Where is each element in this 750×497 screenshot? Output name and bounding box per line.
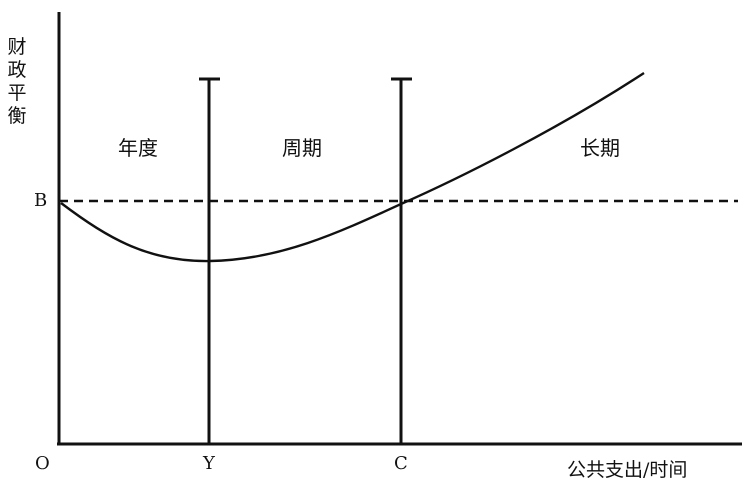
y-axis-label-char-4: 衡 <box>7 105 27 127</box>
origin-label: O <box>35 453 50 474</box>
region-long-term-label: 长期 <box>580 136 620 160</box>
y-axis-label-char-1: 财 <box>7 36 27 58</box>
region-cyclical-label: 周期 <box>282 136 322 160</box>
y-axis-label: 财 政 平 衡 <box>6 36 28 128</box>
marker-y-label: Y <box>203 453 215 474</box>
balance-label: B <box>34 190 48 211</box>
region-annual-label: 年度 <box>118 136 158 160</box>
y-axis-label-char-2: 政 <box>7 59 27 81</box>
fiscal-balance-curve <box>60 71 645 263</box>
marker-c-label: C <box>394 453 408 474</box>
x-axis-label: 公共支出/时间 <box>567 459 688 481</box>
y-axis-label-char-3: 平 <box>7 82 27 104</box>
